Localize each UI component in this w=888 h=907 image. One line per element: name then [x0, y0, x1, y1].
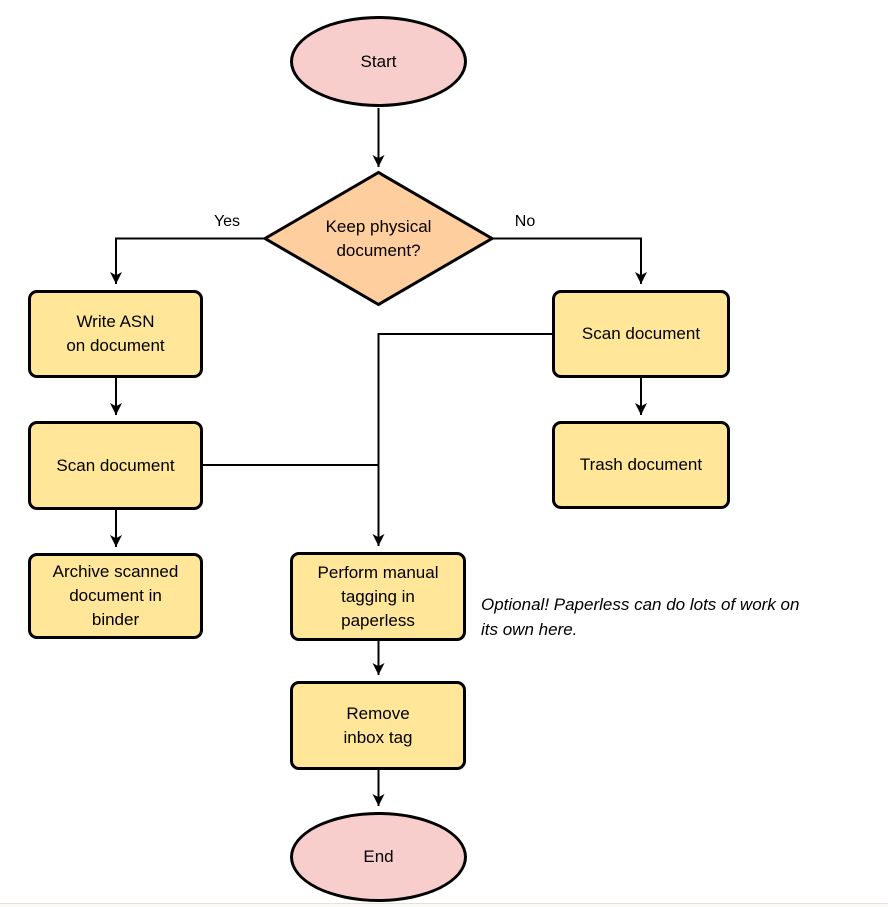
bottom-strip: [0, 904, 888, 907]
edge-label-no: No: [514, 213, 536, 230]
node-decision-label: Keep physical document?: [325, 217, 432, 260]
edge-label-yes: Yes: [213, 213, 241, 230]
edge-decision-no-to-scan-right: [493, 237, 647, 284]
node-archive-scanned-document: Archive scanned document in binder: [28, 553, 203, 639]
node-end: End: [290, 812, 467, 902]
decision-diamond-shape: [262, 170, 495, 307]
node-remove-inbox-tag: Remove inbox tag: [290, 681, 466, 770]
node-start: Start: [290, 16, 467, 107]
bottom-hairline-divider: [0, 903, 888, 904]
node-write-asn-on-document: Write ASN on document: [28, 290, 203, 378]
node-perform-manual-tagging: Perform manual tagging in paperless: [290, 552, 466, 641]
node-trash-document: Trash document: [552, 421, 730, 509]
edge-decision-yes-to-write-asn: [110, 237, 264, 284]
node-scan-document-left: Scan document: [28, 421, 203, 510]
node-scan-document-right: Scan document: [552, 290, 730, 378]
note-optional-paperless: Optional! Paperless can do lots of work …: [481, 595, 800, 639]
edge-scan-right-to-perform: [372, 333, 552, 546]
